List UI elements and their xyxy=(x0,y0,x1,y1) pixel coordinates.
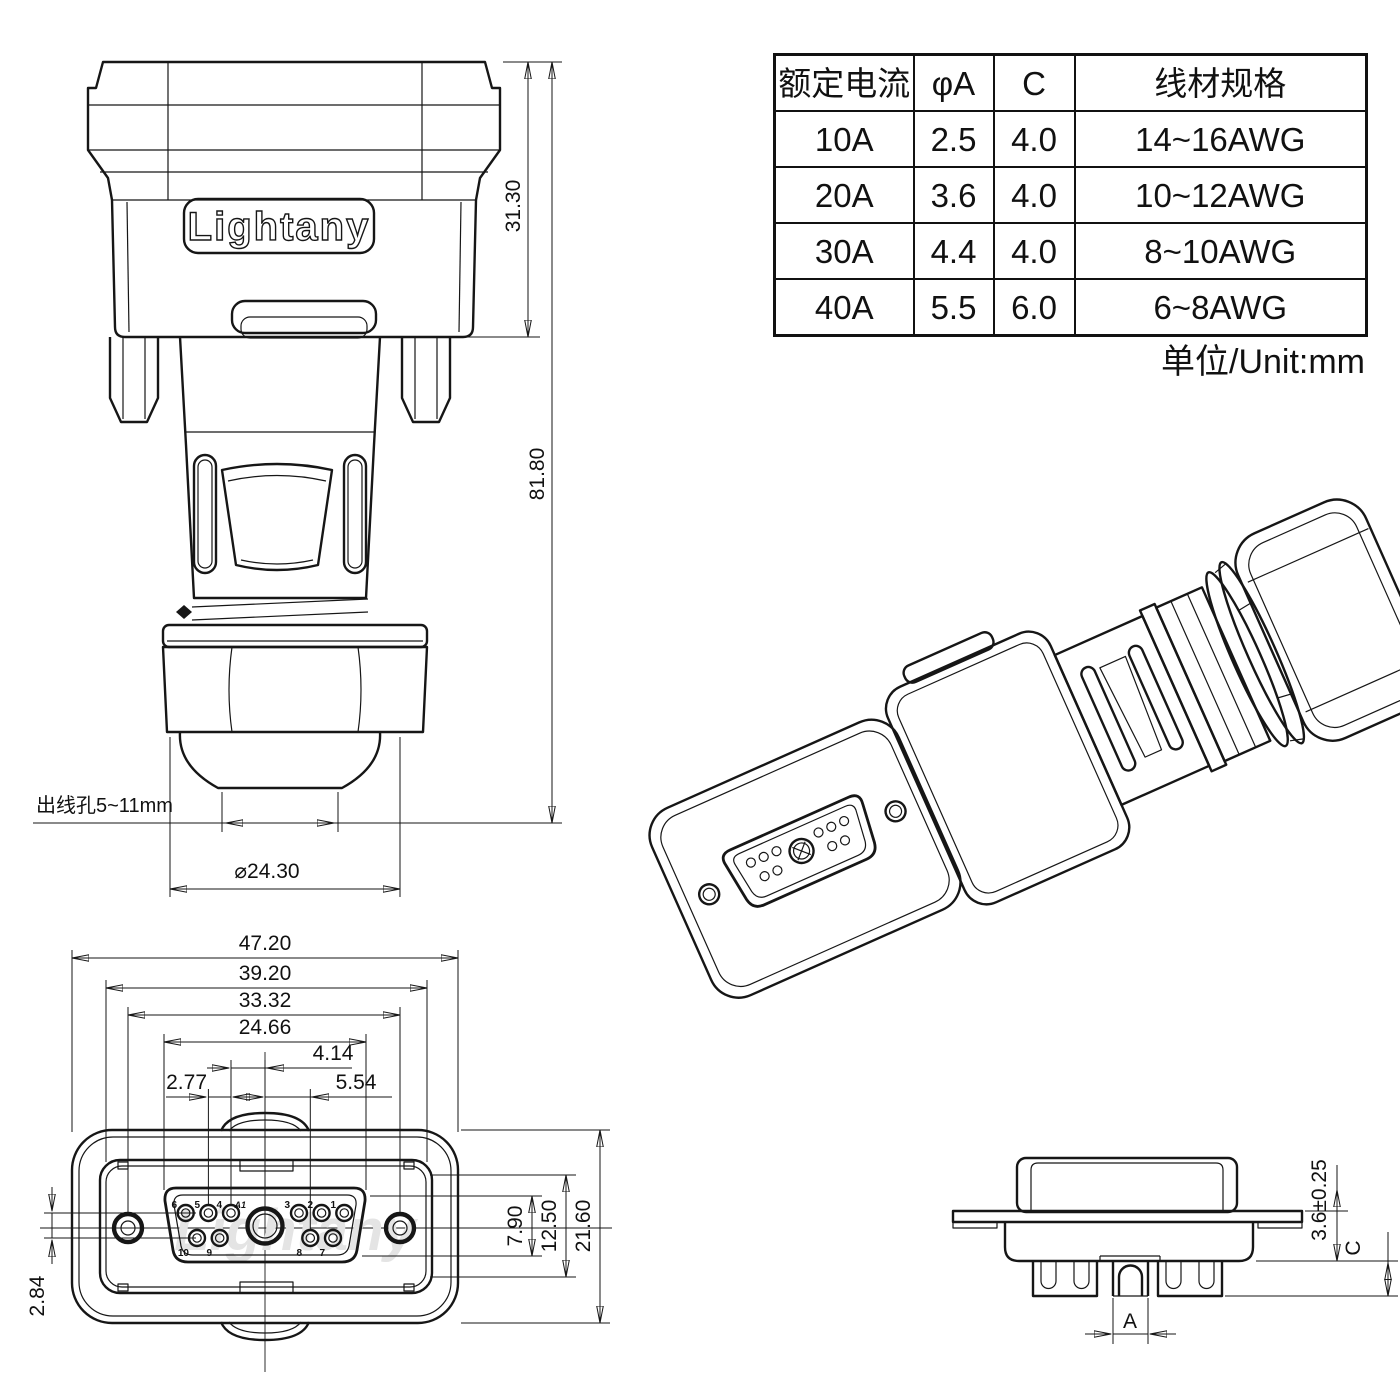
svg-text:7: 7 xyxy=(319,1248,325,1259)
dim-total-height: 81.80 xyxy=(526,448,549,501)
iso-end-cap xyxy=(1234,498,1400,742)
iso-screw-left xyxy=(697,883,721,906)
svg-text:2.84: 2.84 xyxy=(26,1275,49,1316)
spec-table: 额定电流 φA C 线材规格 10A 2.5 4.0 14~16AWG 20A … xyxy=(773,53,1368,337)
svg-text:9: 9 xyxy=(206,1248,212,1259)
latch xyxy=(230,299,378,335)
face-view-drawing: Lightany xyxy=(26,932,612,1372)
side-shell xyxy=(1015,1156,1239,1214)
side-insulator xyxy=(1003,1222,1255,1263)
backshell-housing xyxy=(86,60,502,339)
seal-interface xyxy=(176,598,369,621)
dim-gland-diameter: ⌀24.30 xyxy=(234,860,299,883)
dim-flange-thickness: 3.6±0.25 xyxy=(1308,1159,1331,1241)
power-pin-label: A1 xyxy=(233,1200,246,1210)
col-phi-a: φA xyxy=(912,53,995,112)
contact-tails-left xyxy=(1031,1261,1099,1298)
strain-relief-body xyxy=(178,336,382,600)
unit-note: 单位/Unit:mm xyxy=(1161,343,1365,381)
jack-screw-left xyxy=(108,337,160,424)
side-slot-left xyxy=(192,453,218,575)
mounting-hole-left xyxy=(111,1211,145,1245)
svg-text:33.32: 33.32 xyxy=(239,989,292,1012)
iso-strain-relief xyxy=(1053,614,1211,807)
dim-upper-height: 31.30 xyxy=(502,180,525,233)
svg-text:4: 4 xyxy=(216,1200,222,1211)
table-row: 10A 2.5 4.0 14~16AWG xyxy=(773,110,1368,168)
jack-screw-right xyxy=(400,337,452,424)
svg-text:3: 3 xyxy=(284,1200,290,1211)
face-view-dimensions: 47.20 39.20 33.32 24.66 xyxy=(26,932,610,1324)
spec-table-container: 额定电流 φA C 线材规格 10A 2.5 4.0 14~16AWG 20A … xyxy=(773,53,1368,337)
col-wire-spec: 线材规格 xyxy=(1073,53,1368,112)
iso-shell-body xyxy=(884,630,1131,906)
cable-boot xyxy=(220,462,334,572)
table-row: 20A 3.6 4.0 10~12AWG xyxy=(773,166,1368,224)
dsub-insert xyxy=(163,1186,367,1264)
svg-text:24.66: 24.66 xyxy=(239,1016,292,1039)
side-slot-right xyxy=(342,453,368,575)
iso-dsub-insert xyxy=(721,794,877,908)
cable-gland-nut xyxy=(161,623,429,790)
svg-text:2.77: 2.77 xyxy=(166,1071,207,1094)
logo-plate xyxy=(182,197,376,255)
dim-tail-length: C xyxy=(1342,1240,1365,1255)
svg-text:12.50: 12.50 xyxy=(538,1200,561,1253)
dim-tail-diameter: A xyxy=(1123,1310,1137,1333)
table-row: 30A 4.4 4.0 8~10AWG xyxy=(773,222,1368,280)
svg-text:5: 5 xyxy=(194,1200,200,1211)
face-flange xyxy=(98,1158,434,1295)
iso-gland-nut xyxy=(1155,586,1272,763)
svg-text:21.60: 21.60 xyxy=(572,1200,595,1253)
svg-text:8: 8 xyxy=(296,1248,302,1259)
side-view-drawing: A 3.6±0.25 C xyxy=(951,1156,1398,1344)
isometric-view-drawing xyxy=(648,498,1400,999)
iso-power-pin xyxy=(788,837,815,865)
iso-latch xyxy=(902,631,995,684)
svg-text:4.14: 4.14 xyxy=(313,1042,354,1065)
front-view-drawing: Lightany xyxy=(33,60,562,897)
seal-mark xyxy=(176,605,192,619)
mounting-hole-right xyxy=(383,1211,417,1245)
svg-text:6: 6 xyxy=(171,1200,177,1211)
spec-header-row: 额定电流 φA C 线材规格 xyxy=(773,53,1368,112)
svg-text:39.20: 39.20 xyxy=(239,962,292,985)
side-view-dimensions: A 3.6±0.25 C xyxy=(1085,1159,1398,1344)
bottom-bump xyxy=(219,1321,311,1342)
wire-hole-label: 出线孔5~11mm xyxy=(36,794,173,817)
contact-tails-right xyxy=(1156,1261,1224,1298)
svg-text:47.20: 47.20 xyxy=(239,932,292,955)
svg-text:10: 10 xyxy=(178,1248,190,1259)
col-c: C xyxy=(992,53,1076,112)
svg-text:7.90: 7.90 xyxy=(504,1206,527,1247)
gland-dome-cap xyxy=(178,731,382,790)
power-contact-tail xyxy=(1099,1255,1161,1297)
front-view-dimensions: 31.30 81.80 出线孔5~11mm ⌀24.30 xyxy=(33,61,562,897)
side-flange xyxy=(951,1209,1304,1224)
col-rated-current: 额定电流 xyxy=(773,53,915,112)
table-row: 40A 5.5 6.0 6~8AWG xyxy=(773,278,1368,337)
brand-logo: Lightany xyxy=(188,205,371,249)
iso-ribbed-ring xyxy=(1205,571,1289,748)
svg-text:5.54: 5.54 xyxy=(336,1071,377,1094)
svg-text:1: 1 xyxy=(330,1200,336,1211)
iso-front-face xyxy=(648,718,962,999)
iso-screw-right xyxy=(884,800,907,823)
